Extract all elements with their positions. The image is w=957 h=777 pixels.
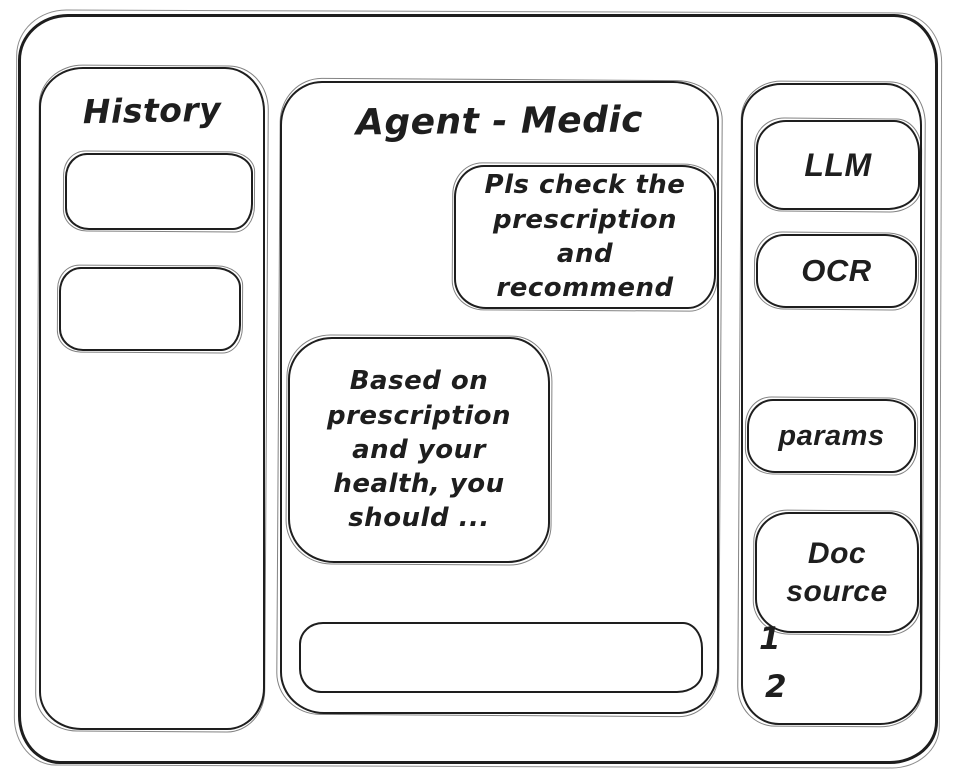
user-message-bubble: Pls check the prescription and recommend xyxy=(454,165,716,309)
tools-panel: LLM OCR params Doc source 1 2 xyxy=(741,83,922,725)
params-button[interactable]: params xyxy=(747,399,916,473)
history-panel: History xyxy=(39,67,265,730)
doc-source-item-2[interactable]: 2 xyxy=(765,669,787,705)
llm-button[interactable]: LLM xyxy=(756,120,920,210)
chat-input[interactable] xyxy=(299,622,703,693)
assistant-message-text: Based on prescription and your health, y… xyxy=(326,366,511,534)
doc-source-item-1[interactable]: 1 xyxy=(759,621,781,657)
history-item[interactable] xyxy=(65,153,253,230)
doc-source-button[interactable]: Doc source xyxy=(755,512,919,633)
chat-panel: Agent - Medic Pls check the prescription… xyxy=(280,81,719,714)
history-item[interactable] xyxy=(59,267,241,351)
history-panel-title: History xyxy=(82,89,222,132)
user-message-text: Pls check the prescription and recommend xyxy=(484,170,686,304)
page-title: Agent - Medic xyxy=(355,99,644,144)
ocr-button[interactable]: OCR xyxy=(756,234,917,308)
assistant-message-bubble: Based on prescription and your health, y… xyxy=(288,337,550,563)
app-window: History Agent - Medic Pls check the pres… xyxy=(18,14,938,764)
